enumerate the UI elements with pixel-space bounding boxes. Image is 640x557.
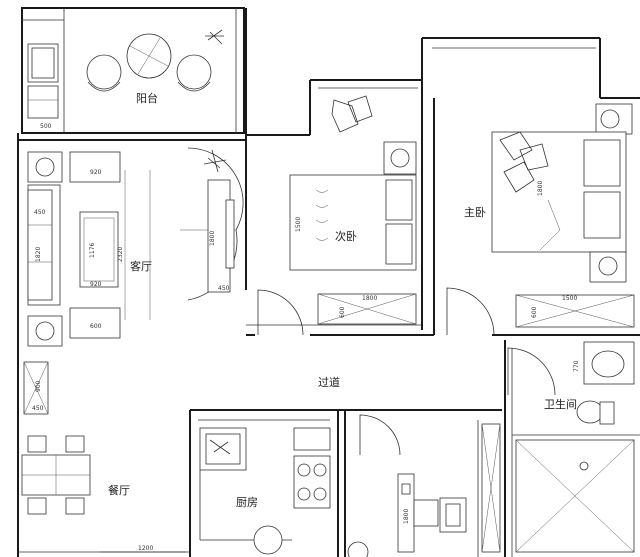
dim-wardrobe-master-depth: 600 <box>531 306 538 318</box>
dim-sofa-side: 450 <box>34 209 46 216</box>
label-master-bedroom: 主卧 <box>464 206 486 219</box>
dim-sofa-top: 920 <box>90 169 102 176</box>
balcony-furniture <box>27 29 224 119</box>
dim-cabinet-dining: 900 <box>35 380 42 392</box>
label-bathroom: 卫生间 <box>544 397 577 411</box>
dim-wardrobe-second: 1800 <box>362 295 377 302</box>
dim-dining-bottom: 1200 <box>138 545 153 552</box>
balcony-outline <box>21 7 245 134</box>
living-furniture <box>27 149 235 347</box>
dim-bed-second: 1500 <box>295 217 302 232</box>
walls <box>17 7 640 557</box>
second-bedroom-furniture <box>289 95 417 325</box>
dimension-labels: 500 920 450 1820 1176 2320 1800 450 920 … <box>32 123 580 552</box>
dim-balcony-left: 500 <box>40 123 52 130</box>
dim-wardrobe-second-depth: 600 <box>339 306 346 318</box>
dim-cabinet-dining-depth: 450 <box>32 405 44 412</box>
dim-tv-wall: 2320 <box>117 247 124 262</box>
label-second-bedroom: 次卧 <box>335 229 357 243</box>
label-living-room: 客厅 <box>130 259 152 273</box>
dim-bed-master: 1800 <box>537 181 544 196</box>
label-balcony: 阳台 <box>136 91 158 105</box>
bathroom-furniture <box>481 341 635 553</box>
room-labels: 阳台 客厅 次卧 主卧 过道 卫生间 餐厅 厨房 <box>108 91 577 509</box>
dim-desk-width: 1800 <box>403 509 410 524</box>
desk-furniture <box>397 473 467 553</box>
dining-furniture <box>21 361 186 553</box>
label-dining-room: 餐厅 <box>108 483 130 497</box>
dim-sofa-bottom: 920 <box>90 281 102 288</box>
kitchen-furniture <box>199 427 369 557</box>
label-corridor: 过道 <box>318 375 340 389</box>
dim-sofa-corner: 600 <box>90 323 102 330</box>
dim-tv-depth: 450 <box>218 285 230 292</box>
dim-coffee-table: 1176 <box>89 243 96 258</box>
dim-sofa-long: 1820 <box>35 247 42 262</box>
dim-wardrobe-master: 1500 <box>562 295 577 302</box>
dim-tv-cabinet: 1800 <box>209 231 216 246</box>
master-bedroom-furniture <box>491 103 635 328</box>
label-kitchen: 厨房 <box>236 496 258 509</box>
dim-bath-basin: 770 <box>573 360 580 372</box>
